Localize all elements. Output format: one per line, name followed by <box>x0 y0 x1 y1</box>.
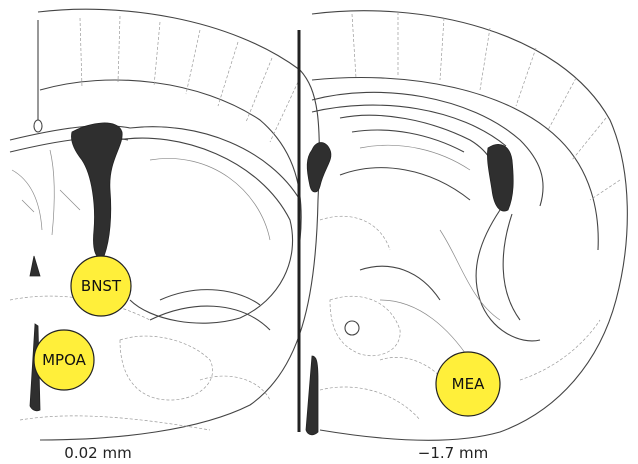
left-section-caption: 0.02 mm <box>64 444 131 462</box>
mea-label: MEA <box>452 375 485 393</box>
left-coronal-section <box>10 9 319 440</box>
mpoa-label: MPOA <box>42 351 86 369</box>
bnst-label: BNST <box>81 277 121 295</box>
right-section-caption: −1.7 mm <box>418 444 488 462</box>
